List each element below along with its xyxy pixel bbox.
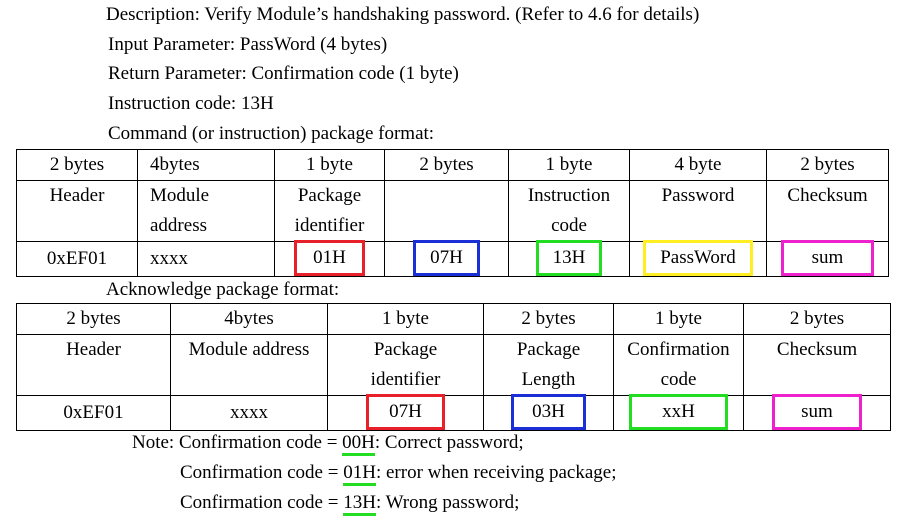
field-checksum: Checksum [766,180,889,242]
instruction-code-text: Instruction code: 13H [108,93,274,114]
note-code-01h: 01H [343,462,376,486]
table-row: 2 bytes 4bytes 1 byte 2 bytes 1 byte 4 b… [16,149,889,181]
ack-value-package-length-box: 03H [511,394,586,430]
value-instruction-code-box: 13H [535,240,603,276]
size-header: 2 bytes [16,149,138,181]
command-format-title: Command (or instruction) package format: [108,123,435,144]
ack-value-package-identifier-box: 07H [366,394,445,430]
command-package-table: 2 bytes 4bytes 1 byte 2 bytes 1 byte 4 b… [16,149,889,277]
note-line-3: Confirmation code = 13H: Wrong password; [180,492,519,516]
ack-size-confirmation-code: 1 byte [613,303,744,335]
ack-size-package-identifier: 1 byte [327,303,484,335]
ack-size-package-length: 2 bytes [483,303,614,335]
size-module-address: 4bytes [137,149,275,181]
table-row: 0xEF01 xxxx 01H 07H 13H PassWord sum [16,240,889,277]
note-line-1: Note: Confirmation code = 00H: Correct p… [132,432,524,456]
ack-field-module-address: Module address [170,334,328,396]
table-row: 0xEF01 xxxx 07H 03H xxH sum [16,394,891,431]
ack-format-title: Acknowledge package format: [106,279,340,300]
value-package-identifier-box: 01H [294,240,365,276]
field-header: Header [16,180,138,242]
input-parameter-text: Input Parameter: PassWord (4 bytes) [108,34,388,55]
value-header: 0xEF01 [16,241,138,277]
value-module-address: xxxx [137,241,275,277]
field-password: Password [629,180,767,242]
ack-size-header: 2 bytes [16,303,171,335]
ack-value-checksum-box: sum [772,394,862,430]
ack-field-header: Header [16,334,171,396]
note-line-2: Confirmation code = 01H: error when rece… [180,462,617,486]
ack-value-module-address: xxxx [170,395,328,431]
note-code-00h: 00H [342,432,375,456]
size-instruction-code: 1 byte [508,149,630,181]
ack-package-table: 2 bytes 4bytes 1 byte 2 bytes 1 byte 2 b… [16,303,891,431]
value-password-box: PassWord [643,240,753,276]
ack-size-module-address: 4bytes [170,303,328,335]
size-checksum: 2 bytes [766,149,889,181]
return-parameter-text: Return Parameter: Confirmation code (1 b… [108,63,459,84]
value-package-length-box: 07H [413,240,480,276]
description-text: Description: Verify Module’s handshaking… [106,4,700,25]
size-password: 4 byte [629,149,767,181]
value-checksum-box: sum [780,240,875,276]
note-code-13h: 13H [343,492,376,516]
ack-size-checksum: 2 bytes [743,303,891,335]
field-empty [384,180,509,242]
size-package-identifier: 1 byte [274,149,385,181]
size-package-length: 2 bytes [384,149,509,181]
table-row: 2 bytes 4bytes 1 byte 2 bytes 1 byte 2 b… [16,303,891,335]
ack-field-checksum: Checksum [743,334,891,396]
ack-value-confirmation-code-box: xxH [629,394,728,430]
ack-value-header: 0xEF01 [16,395,171,431]
